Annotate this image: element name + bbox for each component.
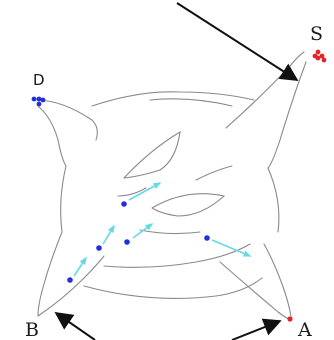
pointer-arrows	[54, 2, 299, 340]
particle-red	[312, 53, 318, 59]
label-d: D	[33, 71, 45, 89]
cluster-s	[312, 49, 327, 63]
outline-top-inner	[149, 98, 233, 107]
particle-red-a	[287, 316, 293, 322]
particle-blue	[96, 245, 102, 251]
particle-blue	[67, 277, 73, 283]
particle-blue	[36, 101, 42, 107]
spike-top-right-upper	[225, 51, 305, 129]
outline-left	[60, 165, 67, 233]
particle-blue	[121, 201, 127, 207]
hole-upper	[123, 130, 181, 179]
particle-red	[321, 57, 327, 63]
surface-outline	[35, 51, 307, 321]
inner-curve-left	[117, 187, 147, 197]
label-a: A	[297, 319, 312, 340]
spike-bottom-left-inner	[37, 255, 105, 317]
inner-curve-mid	[139, 229, 201, 235]
spike-top-left-upper	[35, 99, 98, 141]
particle-blue	[204, 235, 210, 241]
flow-arrow-icon	[102, 224, 115, 245]
particle-red	[315, 49, 321, 55]
flow-particles	[67, 201, 210, 283]
flow-arrow-icon	[73, 256, 87, 277]
outline-bottom-inner	[103, 243, 251, 268]
label-b: B	[25, 319, 39, 340]
spike-bottom-left-outer	[37, 231, 63, 317]
flow-arrows	[73, 182, 252, 277]
outline-bottom-edge	[83, 277, 263, 299]
spike-top-right-lower	[267, 61, 307, 169]
flow-arrow-icon	[132, 223, 154, 239]
hole-lower	[151, 193, 226, 217]
arrow-icon	[176, 2, 299, 81]
arrow-icon	[231, 318, 282, 340]
particle-blue	[36, 96, 42, 102]
cluster-d	[31, 96, 46, 107]
flow-arrow-icon	[128, 182, 162, 201]
spike-top-left-lower	[37, 105, 67, 167]
flow-arrow-icon	[211, 239, 252, 257]
outline-right-upper	[267, 167, 280, 233]
inner-curve-right	[195, 165, 233, 181]
particle-red	[319, 53, 325, 59]
particle-blue	[124, 239, 130, 245]
arrow-icon	[54, 311, 96, 340]
outline-top-edge	[91, 91, 255, 107]
outline-right-lower	[263, 243, 292, 317]
particle-blue	[31, 96, 37, 102]
spike-bottom-right-inner	[219, 261, 292, 321]
particle-blue	[40, 97, 46, 103]
label-s: S	[310, 23, 323, 45]
